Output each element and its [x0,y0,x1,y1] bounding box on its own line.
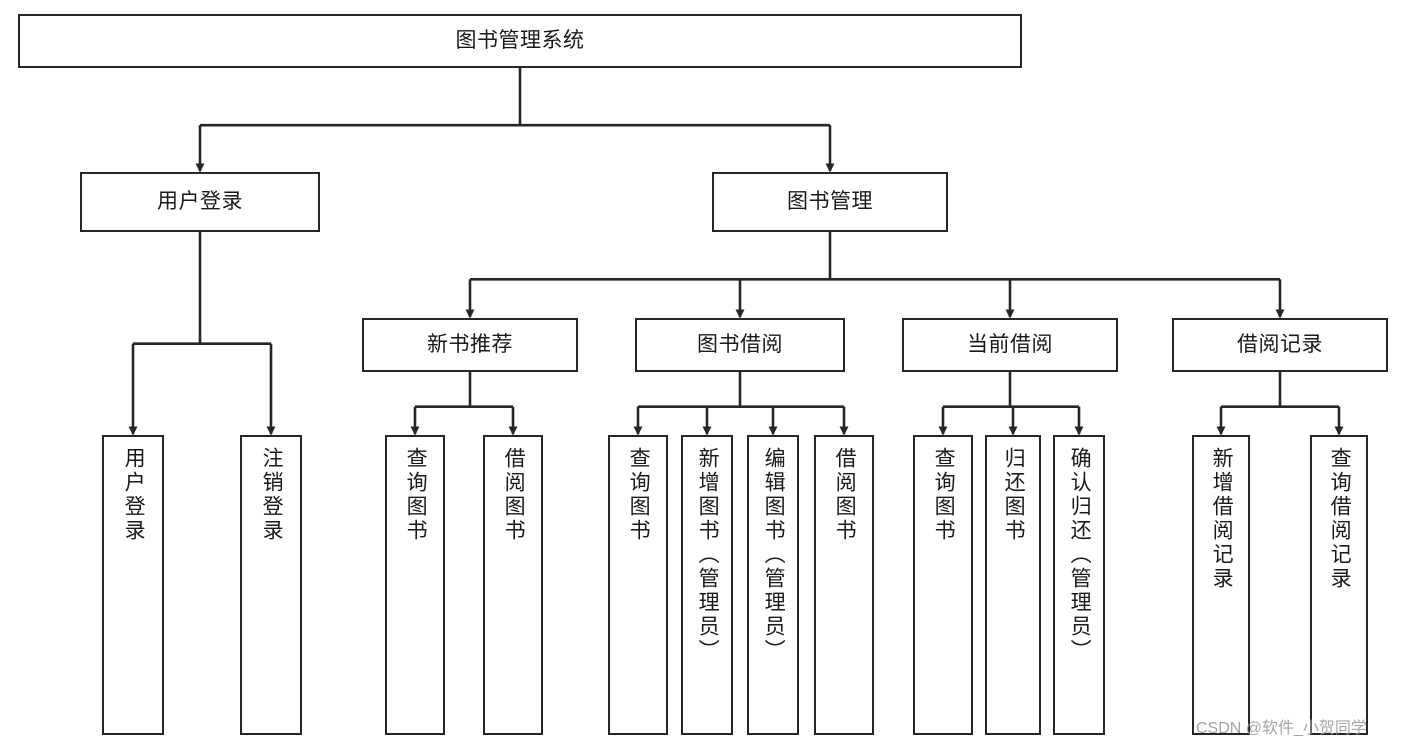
node-label: 新书推荐 [427,332,513,356]
node-label: 用户登录 [122,447,146,543]
node-label: 新增图书（管理员） [696,447,720,663]
node-l-cur1[interactable]: 查询图书 [913,435,973,735]
node-l-bor1[interactable]: 查询图书 [608,435,668,735]
node-label: 归还图书 [1002,447,1026,543]
node-label: 图书管理 [787,189,873,213]
node-label: 新增借阅记录 [1210,447,1234,591]
node-label: 借阅图书 [502,447,526,543]
node-l-rec1[interactable]: 新增借阅记录 [1192,435,1250,735]
node-label: 图书借阅 [697,332,783,356]
node-l-login2[interactable]: 注销登录 [240,435,302,735]
node-label: 用户登录 [157,189,243,213]
node-l-bor4[interactable]: 借阅图书 [814,435,874,735]
node-l-rec2[interactable]: 查询借阅记录 [1310,435,1368,735]
node-l-cur2[interactable]: 归还图书 [985,435,1041,735]
node-n-cur[interactable]: 当前借阅 [902,318,1118,372]
node-label: 图书管理系统 [455,28,585,52]
node-root[interactable]: 图书管理系统 [18,14,1022,68]
node-label: 借阅记录 [1237,332,1323,356]
node-l-bor2[interactable]: 新增图书（管理员） [681,435,733,735]
node-n-new[interactable]: 新书推荐 [362,318,578,372]
node-label: 查询图书 [932,447,956,543]
node-l-cur3[interactable]: 确认归还（管理员） [1053,435,1105,735]
csdn-watermark: CSDN @软件_小贺同学 [1196,720,1367,737]
node-label: 当前借阅 [967,332,1053,356]
node-l-new2[interactable]: 借阅图书 [483,435,543,735]
node-label: 编辑图书（管理员） [762,447,786,663]
node-label: 确认归还（管理员） [1068,447,1092,663]
node-label: 查询图书 [404,447,428,543]
node-label: 查询借阅记录 [1328,447,1352,591]
node-l-login1[interactable]: 用户登录 [102,435,164,735]
node-n-rec[interactable]: 借阅记录 [1172,318,1388,372]
node-n-books[interactable]: 图书管理 [712,172,948,232]
node-label: 注销登录 [260,447,284,543]
node-label: 借阅图书 [833,447,857,543]
node-l-bor3[interactable]: 编辑图书（管理员） [747,435,799,735]
node-l-new1[interactable]: 查询图书 [385,435,445,735]
node-label: 查询图书 [627,447,651,543]
node-n-login[interactable]: 用户登录 [80,172,320,232]
node-n-borrow[interactable]: 图书借阅 [635,318,845,372]
